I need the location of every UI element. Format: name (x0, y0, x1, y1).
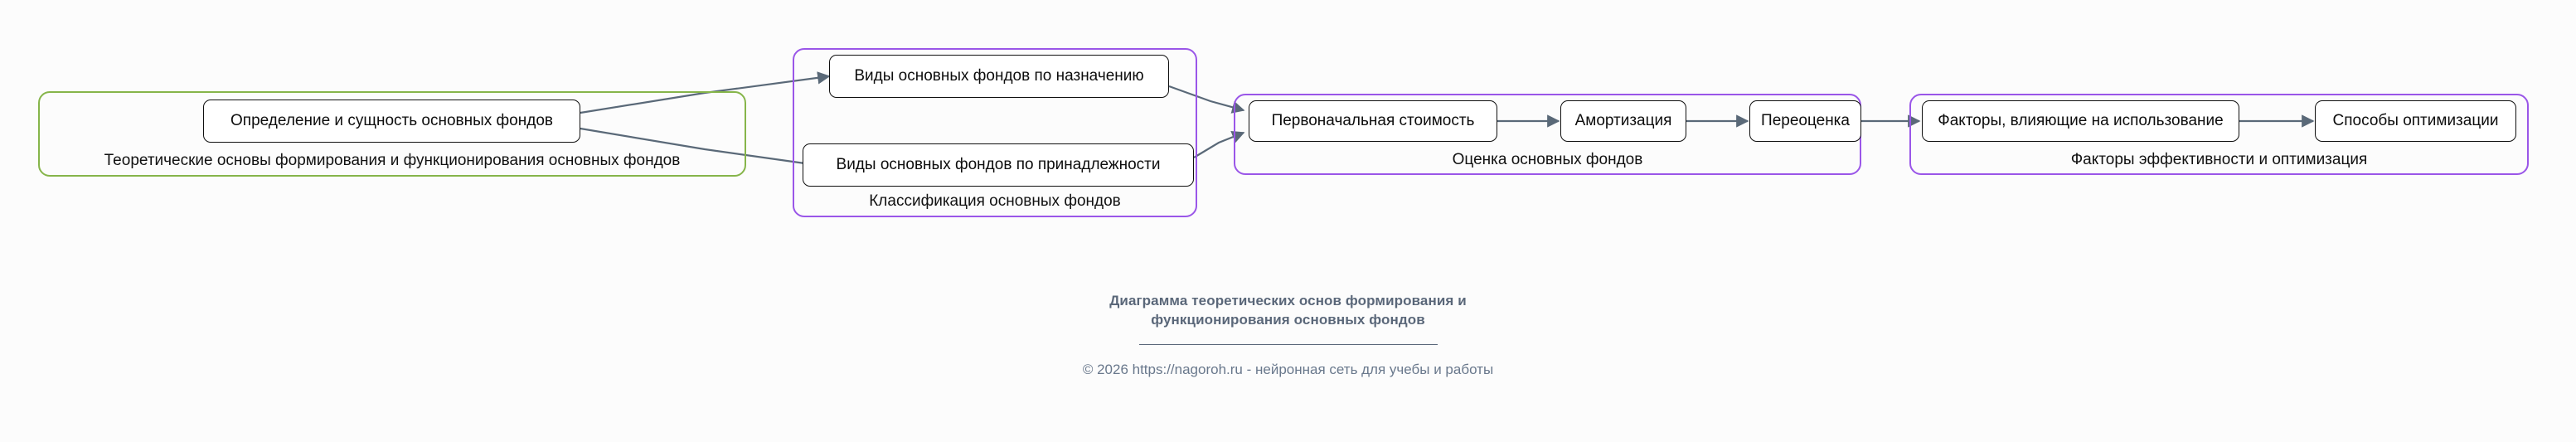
footer-title-line-1: Диаграмма теоретических основ формирован… (1109, 293, 1467, 308)
footer-divider (1138, 343, 1438, 345)
node-label: Виды основных фондов по принадлежности (836, 156, 1161, 173)
node-label: Переоценка (1761, 112, 1850, 129)
cluster-label-theoretical-basis: Теоретические основы формирования и функ… (104, 152, 681, 170)
node-label: Способы оптимизации (2332, 112, 2499, 129)
node-label: Определение и сущность основных фондов (230, 112, 553, 129)
cluster-label-efficiency-factors: Факторы эффективности и оптимизация (2070, 151, 2368, 169)
node-usage-factors[interactable]: Факторы, влияющие на использование (1922, 100, 2239, 142)
node-label: Факторы, влияющие на использование (1938, 112, 2224, 129)
cluster-efficiency-factors[interactable]: Факторы эффективности и оптимизация (1909, 94, 2529, 175)
node-types-by-ownership[interactable]: Виды основных фондов по принадлежности (803, 143, 1194, 187)
node-label: Первоначальная стоимость (1271, 112, 1475, 129)
node-depreciation[interactable]: Амортизация (1560, 100, 1686, 142)
node-label: Виды основных фондов по назначению (854, 67, 1144, 85)
footer-title: Диаграмма теоретических основ формирован… (0, 292, 2576, 330)
cluster-classification[interactable]: Классификация основных фондов (793, 48, 1197, 217)
node-initial-cost[interactable]: Первоначальная стоимость (1249, 100, 1497, 142)
cluster-theoretical-basis[interactable]: Теоретические основы формирования и функ… (38, 91, 746, 177)
node-revaluation[interactable]: Переоценка (1749, 100, 1861, 142)
footer-copyright: © 2026 https://nagoroh.ru - нейронная се… (1082, 361, 1494, 377)
node-optimization-methods[interactable]: Способы оптимизации (2315, 100, 2516, 142)
node-types-by-purpose[interactable]: Виды основных фондов по назначению (829, 55, 1169, 98)
footer: Диаграмма теоретических основ формирован… (0, 292, 2576, 378)
node-label: Амортизация (1574, 112, 1672, 129)
cluster-label-valuation: Оценка основных фондов (1452, 151, 1643, 169)
footer-title-line-2: функционирования основных фондов (1151, 311, 1425, 328)
cluster-label-classification: Классификация основных фондов (869, 192, 1121, 211)
node-definition-and-essence[interactable]: Определение и сущность основных фондов (203, 100, 580, 143)
